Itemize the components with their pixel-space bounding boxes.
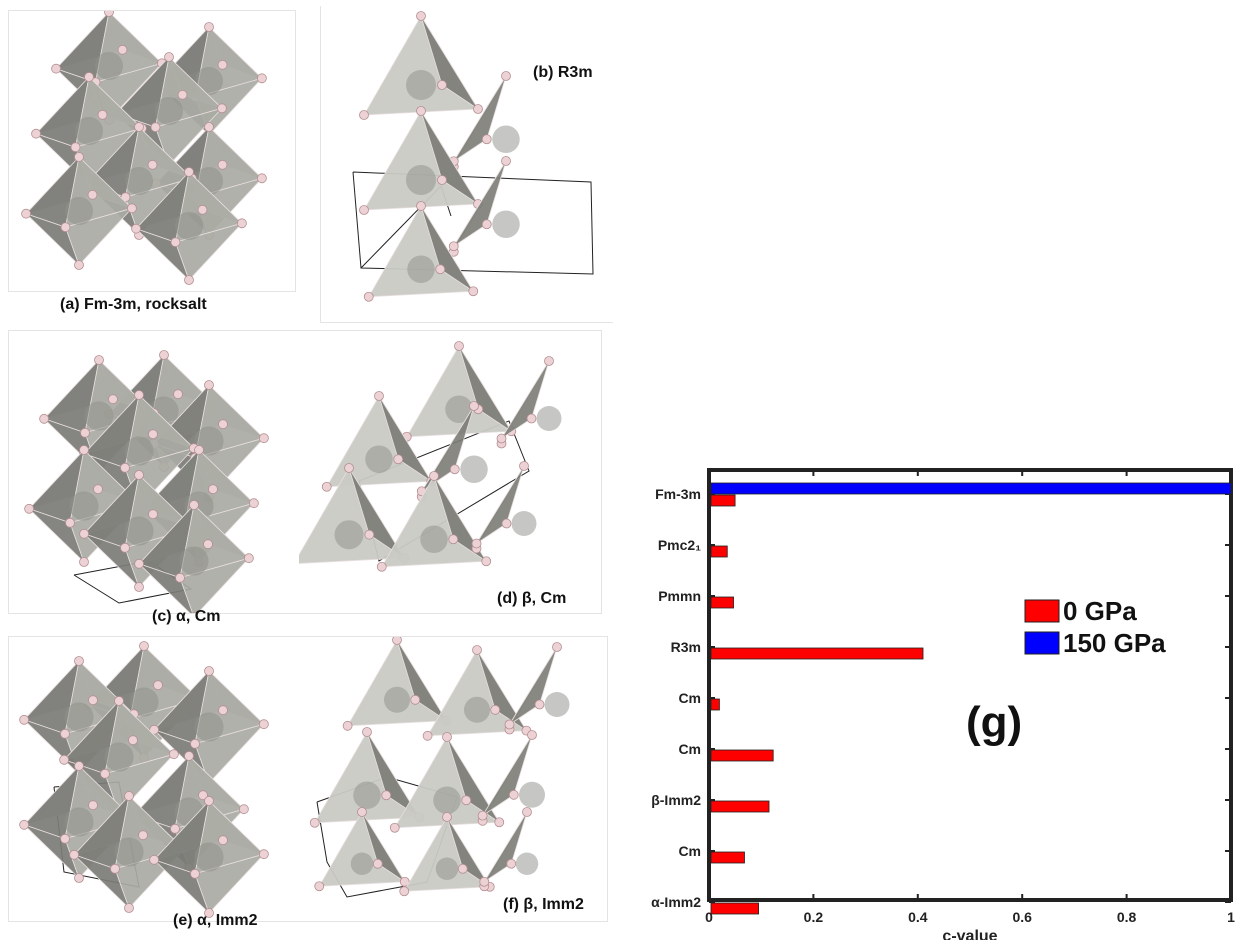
bar [710, 596, 734, 609]
octahedron [21, 152, 137, 270]
tetrahedron [422, 645, 532, 741]
tetrahedron [389, 732, 505, 833]
tetrahedron [471, 461, 537, 554]
tetrahedron [504, 642, 570, 735]
bar [710, 545, 728, 558]
y-tick-label: Cm [678, 741, 701, 757]
tetrahedron [479, 807, 539, 892]
y-tick-label: β-Imm2 [651, 792, 701, 808]
x-tick-label: 0.2 [804, 909, 824, 925]
bar [710, 647, 924, 660]
tetrahedron [496, 356, 562, 449]
y-tick-label: Fm-3m [655, 486, 701, 502]
structure-panel-ef [8, 636, 608, 922]
octahedron [131, 167, 247, 285]
bar [710, 698, 720, 711]
beta-cm-polyhedra-figure [299, 341, 562, 572]
bar [710, 800, 770, 813]
tetrahedron [401, 341, 517, 442]
bar [710, 851, 745, 864]
tetrahedron [342, 637, 452, 731]
x-tick-label: 0 [705, 909, 713, 925]
octahedron [149, 666, 269, 788]
tetrahedron [363, 201, 479, 302]
octahedron [134, 500, 254, 613]
tetrahedron [448, 71, 520, 172]
x-tick-label: 1 [1227, 909, 1235, 925]
tetrahedron [359, 11, 483, 120]
caption-f: (f) β, Imm2 [503, 896, 584, 913]
alpha-cm-polyhedra-figure [24, 350, 269, 613]
y-tick-label: R3m [671, 639, 701, 655]
structure-panel-b [320, 6, 613, 323]
caption-a: (a) Fm-3m, rocksalt [60, 296, 207, 313]
tetrahedron [314, 807, 410, 892]
x-tick-label: 0.6 [1012, 909, 1032, 925]
tetrahedron [399, 812, 495, 897]
tetrahedron [321, 391, 437, 492]
caption-d: (d) β, Cm [497, 590, 567, 607]
tetrahedron [299, 463, 409, 564]
tetrahedron [359, 106, 483, 215]
panel-label-g: (g) [966, 698, 1022, 747]
tetrahedron [448, 156, 520, 257]
unit-cell-outline [352, 171, 594, 275]
octahedron [24, 445, 144, 567]
tetrahedron [477, 730, 545, 826]
y-tick-label: Pmc2₁ [658, 537, 701, 553]
r3m-polyhedra-figure [352, 11, 594, 302]
y-tick-label: Cm [678, 843, 701, 859]
legend-label: 0 GPa [1063, 596, 1137, 626]
legend-swatch [1024, 599, 1060, 623]
structure-panel-a [8, 10, 296, 292]
bar [710, 902, 759, 915]
tetrahedron [309, 727, 425, 828]
structure-panel-cd [8, 330, 602, 614]
bar [710, 482, 1232, 495]
alpha-imm2-polyhedra-figure [19, 641, 269, 918]
bar [710, 749, 774, 762]
y-tick-label: Pmmn [658, 588, 701, 604]
legend-label: 150 GPa [1063, 628, 1166, 658]
beta-imm2-polyhedra-figure [309, 637, 570, 898]
bar [710, 494, 736, 507]
legend-swatch [1024, 631, 1060, 655]
plot-frame [707, 468, 1233, 902]
y-tick-label: α-Imm2 [651, 894, 701, 910]
caption-c: (c) α, Cm [152, 608, 221, 625]
x-tick-label: 0.4 [908, 909, 928, 925]
octahedron [149, 796, 269, 918]
y-tick-label: Cm [678, 690, 701, 706]
rocksalt-polyhedra-figure [21, 11, 267, 285]
x-tick-label: 0.8 [1117, 909, 1137, 925]
x-axis-title: c-value [942, 928, 997, 940]
caption-b: (b) R3m [533, 64, 593, 81]
tetrahedron [376, 471, 492, 572]
caption-e: (e) α, Imm2 [173, 912, 258, 929]
